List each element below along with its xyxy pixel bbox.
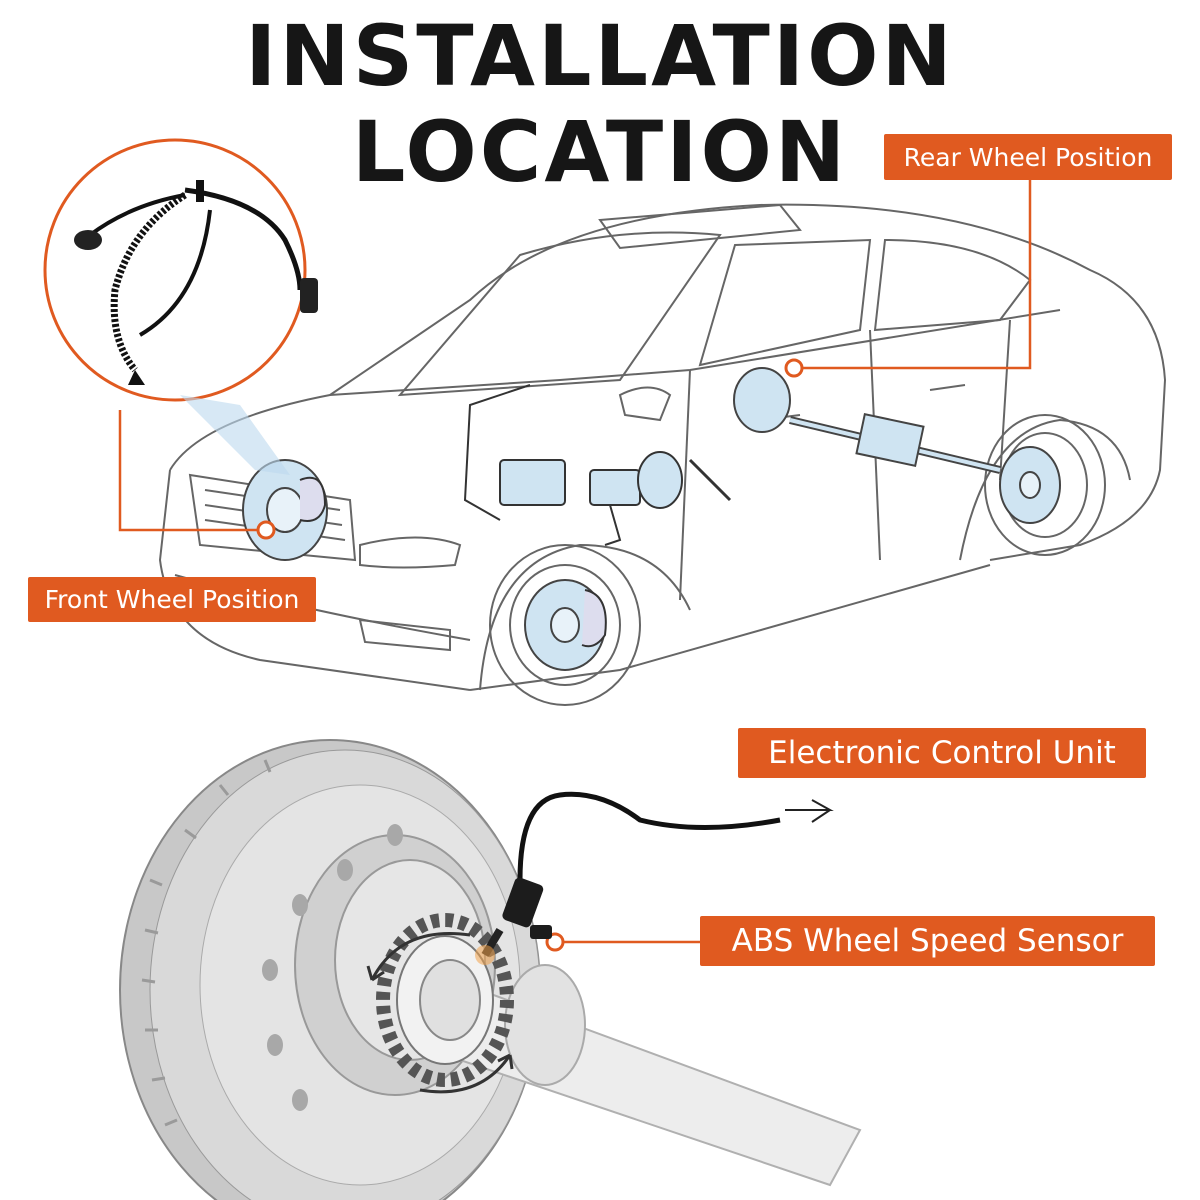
sensor-inset bbox=[43, 138, 318, 402]
rear-wheel-position-label: Rear Wheel Position bbox=[884, 134, 1172, 180]
front-left-brake bbox=[242, 459, 328, 561]
tone-ring bbox=[376, 913, 514, 1087]
abs-module bbox=[499, 451, 732, 546]
electronic-control-unit-label: Electronic Control Unit bbox=[738, 728, 1146, 778]
abs-wheel-speed-sensor-label: ABS Wheel Speed Sensor bbox=[700, 916, 1155, 966]
abs-sensor bbox=[475, 791, 834, 965]
rear-right-brake bbox=[999, 446, 1061, 524]
front-wheel-position-label: Front Wheel Position bbox=[28, 577, 316, 622]
inset-pointer bbox=[180, 395, 290, 475]
rotation-arrows bbox=[366, 931, 514, 1094]
leader-lines bbox=[118, 180, 1032, 944]
rear-axle bbox=[733, 367, 1001, 474]
page-title: INSTALLATION LOCATION bbox=[245, 7, 955, 201]
brake-wiring bbox=[463, 384, 531, 521]
drive-shaft bbox=[458, 964, 862, 1187]
front-right-brake bbox=[524, 579, 607, 671]
